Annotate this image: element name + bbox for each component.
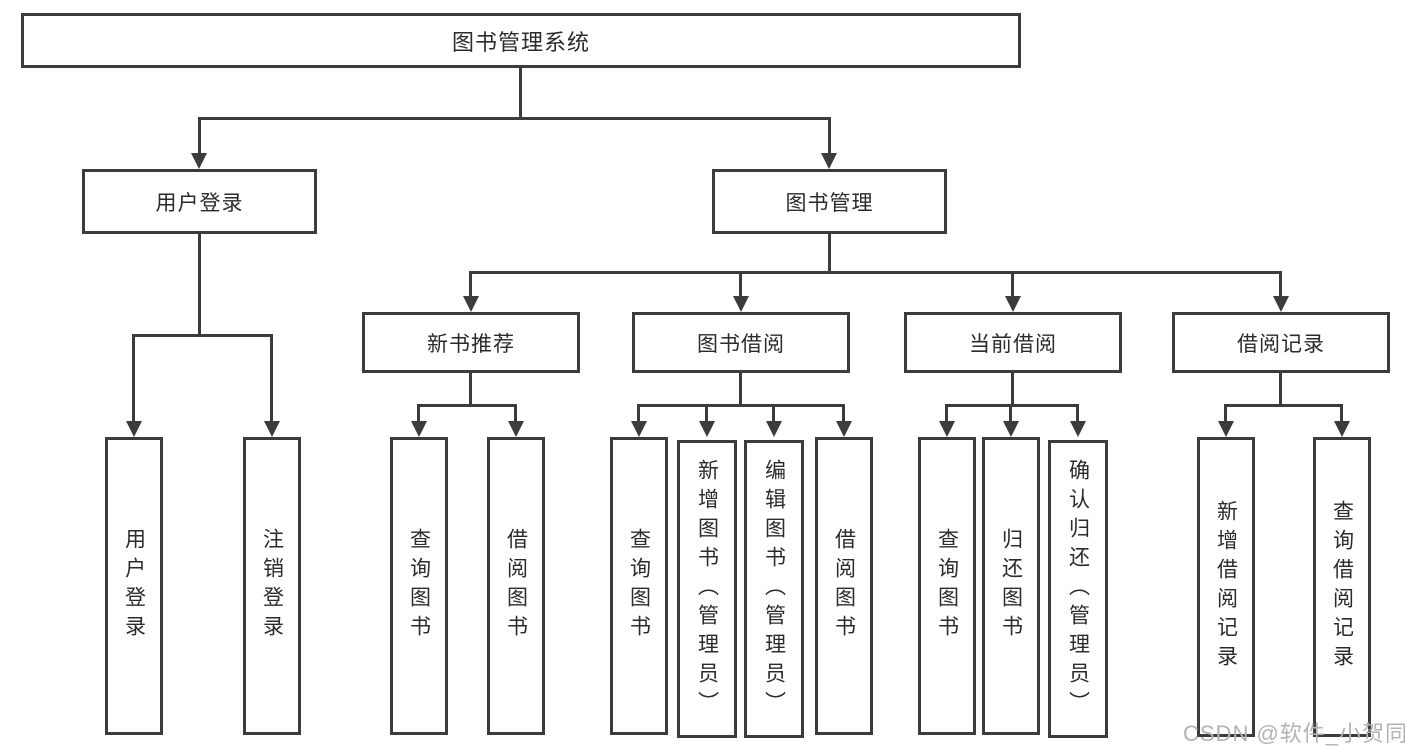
- arrowhead-icon: [191, 153, 207, 169]
- connector-line: [739, 271, 742, 298]
- leaf-label: 借阅图书: [832, 528, 856, 644]
- leaf-query-borrow-record: 查询借阅记录: [1313, 437, 1371, 737]
- node-new-book-recommend: 新书推荐: [362, 312, 580, 373]
- arrowhead-icon: [1334, 421, 1350, 437]
- connector-line: [519, 68, 522, 119]
- connector-line: [828, 117, 831, 155]
- arrowhead-icon: [463, 296, 479, 312]
- leaf-label: 注销登录: [260, 528, 284, 644]
- leaf-query-books-borrow: 查询图书: [610, 437, 668, 735]
- node-root: 图书管理系统: [21, 13, 1021, 68]
- leaf-return-books: 归还图书: [982, 437, 1040, 735]
- leaf-label: 归还图书: [999, 528, 1023, 644]
- connector-line: [1076, 404, 1079, 423]
- connector-line: [132, 334, 273, 337]
- leaf-label: 编辑图书（管理员）: [762, 458, 786, 720]
- leaf-label: 用户登录: [122, 528, 146, 644]
- arrowhead-icon: [508, 421, 524, 437]
- arrowhead-icon: [821, 153, 837, 169]
- csdn-watermark: CSDN @软件_小贺同学: [1183, 721, 1405, 746]
- node-label: 图书借阅: [697, 332, 785, 356]
- connector-line: [1279, 373, 1282, 407]
- arrowhead-icon: [411, 421, 427, 437]
- connector-line: [469, 373, 472, 407]
- connector-line: [945, 404, 1079, 407]
- leaf-label: 确认归还（管理员）: [1066, 458, 1090, 720]
- arrowhead-icon: [126, 421, 142, 437]
- leaf-label: 查询图书: [407, 528, 431, 644]
- leaf-label: 新增图书（管理员）: [695, 458, 719, 720]
- arrowhead-icon: [766, 421, 782, 437]
- arrowhead-icon: [1005, 296, 1021, 312]
- leaf-label: 查询图书: [935, 528, 959, 644]
- arrowhead-icon: [836, 421, 852, 437]
- connector-line: [198, 117, 201, 155]
- connector-line: [842, 404, 845, 423]
- leaf-borrow-books: 借阅图书: [815, 437, 873, 735]
- node-label: 图书管理系统: [451, 29, 590, 55]
- node-label: 新书推荐: [427, 332, 515, 356]
- connector-line: [514, 404, 517, 423]
- arrowhead-icon: [1218, 421, 1234, 437]
- node-book-management: 图书管理: [712, 169, 947, 234]
- connector-line: [198, 117, 831, 120]
- leaf-add-borrow-record: 新增借阅记录: [1197, 437, 1255, 737]
- connector-line: [198, 233, 201, 336]
- connector-line: [1009, 404, 1012, 423]
- node-book-borrow: 图书借阅: [632, 312, 850, 373]
- connector-line: [469, 271, 1282, 274]
- connector-line: [1011, 373, 1014, 407]
- arrowhead-icon: [733, 296, 749, 312]
- connector-line: [469, 271, 472, 298]
- node-label: 用户登录: [155, 191, 244, 215]
- leaf-label: 借阅图书: [504, 528, 528, 644]
- leaf-label: 新增借阅记录: [1214, 500, 1238, 674]
- connector-line: [1279, 271, 1282, 298]
- connector-line: [739, 373, 742, 407]
- connector-line: [417, 404, 517, 407]
- connector-line: [1011, 271, 1014, 298]
- arrowhead-icon: [1273, 296, 1289, 312]
- arrowhead-icon: [699, 421, 715, 437]
- arrowhead-icon: [264, 421, 280, 437]
- connector-line: [1340, 404, 1343, 423]
- connector-line: [1224, 404, 1343, 407]
- leaf-user-login: 用户登录: [105, 437, 163, 735]
- connector-line: [637, 404, 640, 423]
- leaf-logout: 注销登录: [243, 437, 301, 735]
- leaf-query-books-current: 查询图书: [918, 437, 976, 735]
- leaf-edit-books-admin: 编辑图书（管理员）: [744, 440, 804, 738]
- connector-line: [270, 334, 273, 423]
- arrowhead-icon: [1003, 421, 1019, 437]
- leaf-label: 查询图书: [627, 528, 651, 644]
- leaf-query-books-recommend: 查询图书: [390, 437, 448, 735]
- connector-line: [945, 404, 948, 423]
- leaf-confirm-return-admin: 确认归还（管理员）: [1048, 440, 1108, 738]
- connector-line: [637, 404, 845, 407]
- connector-line: [1224, 404, 1227, 423]
- leaf-add-books-admin: 新增图书（管理员）: [677, 440, 737, 738]
- connector-line: [417, 404, 420, 423]
- connector-line: [705, 404, 708, 423]
- node-current-borrow: 当前借阅: [904, 312, 1122, 373]
- node-borrow-records: 借阅记录: [1172, 312, 1390, 373]
- arrowhead-icon: [1070, 421, 1086, 437]
- connector-line: [772, 404, 775, 423]
- leaf-label: 查询借阅记录: [1330, 500, 1354, 674]
- connector-line: [132, 334, 135, 423]
- node-label: 借阅记录: [1237, 332, 1325, 356]
- connector-line: [828, 233, 831, 273]
- node-label: 图书管理: [785, 191, 874, 215]
- arrowhead-icon: [631, 421, 647, 437]
- leaf-borrow-books-recommend: 借阅图书: [487, 437, 545, 735]
- node-user-login-module: 用户登录: [82, 169, 317, 234]
- arrowhead-icon: [939, 421, 955, 437]
- node-label: 当前借阅: [969, 332, 1057, 356]
